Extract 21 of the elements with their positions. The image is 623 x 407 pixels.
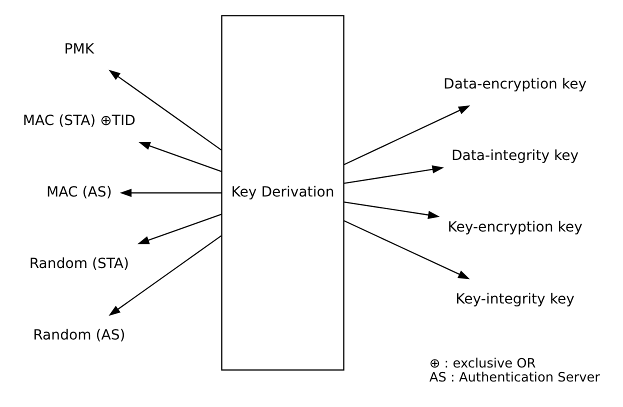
node-text: PMK — [64, 40, 94, 57]
node-box: Key Derivation — [221, 14, 344, 370]
node-text: Random (STA) — [29, 256, 130, 272]
label: AS : Authentication Server — [429, 370, 600, 386]
arrow — [108, 69, 222, 150]
node-text: MAC (STA) ⊕TID — [22, 112, 136, 128]
node-text: Key-integrity key — [456, 290, 574, 307]
arrow — [137, 213, 222, 244]
arrow — [138, 141, 222, 172]
node-text: Random (AS) — [33, 327, 126, 344]
node-text: Data-integrity key — [451, 148, 579, 164]
arrow — [344, 220, 470, 279]
arrow — [108, 234, 222, 316]
arrow — [344, 164, 444, 184]
arrow — [120, 188, 222, 196]
node-text: Key-encryption key — [448, 219, 582, 236]
arrow — [344, 104, 470, 165]
node-text: MAC (AS) — [46, 184, 112, 200]
node-text: Data-encryption key — [444, 76, 587, 92]
arrow — [344, 200, 440, 218]
label: ⊕ : exclusive OR — [429, 356, 536, 371]
